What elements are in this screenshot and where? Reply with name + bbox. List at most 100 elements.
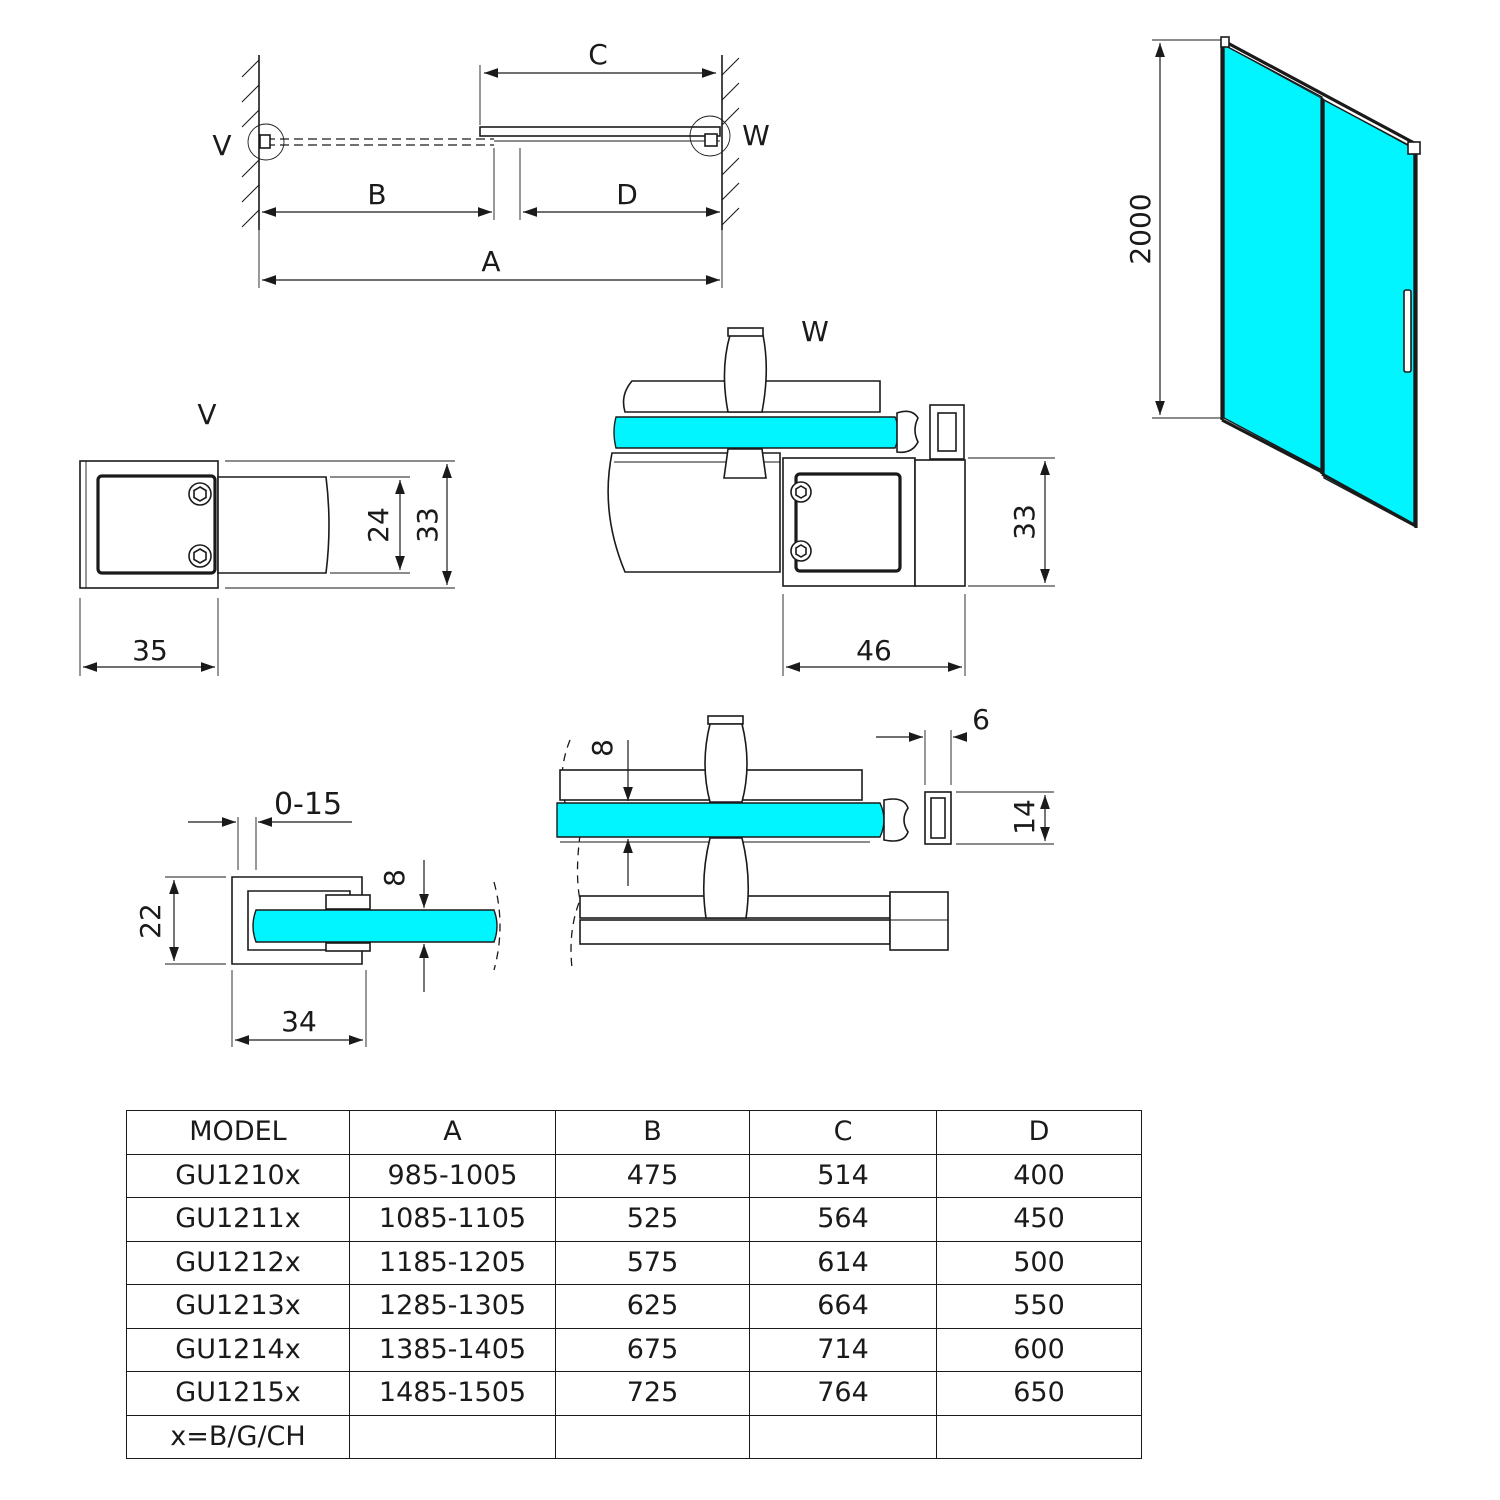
section-width: 34 [281, 1005, 317, 1038]
screw-bottom-icon [188, 544, 212, 568]
plan-label-w: W [742, 119, 770, 152]
w-glass-pane [613, 416, 900, 449]
sliding-door-plan [479, 126, 721, 137]
w-screw-top-icon [790, 481, 812, 503]
seal-end-inner [930, 797, 946, 839]
wall-profile-body [79, 460, 219, 589]
detail-v-marker [247, 123, 285, 161]
detail-w-title: W [801, 315, 829, 348]
elevation-height: 2000 [1124, 193, 1157, 264]
section-glass [252, 909, 498, 943]
table-value-cell: 1085-1105 [349, 1197, 556, 1242]
table-model-cell: x=B/G/CH [126, 1414, 350, 1459]
seal-roller-bottom [702, 837, 750, 919]
table-value-cell: 500 [936, 1240, 1142, 1285]
table-row: x=B/G/CH [126, 1414, 1142, 1459]
fixed-panel-profile [607, 452, 781, 573]
plan-label-a: A [481, 245, 500, 278]
wall-profile-v [259, 134, 271, 149]
table-value-cell: 985-1005 [349, 1153, 556, 1198]
seal-profile-size: 14 [1008, 799, 1041, 835]
table-value-cell: 600 [936, 1327, 1142, 1372]
glass-end [217, 476, 330, 574]
detail-v: V 35 24 33 [79, 398, 455, 676]
table-header-cell: MODEL [126, 1110, 350, 1155]
table-value-cell: 664 [749, 1284, 937, 1329]
door-handle [1403, 289, 1412, 373]
detail-w-width: 46 [856, 634, 892, 667]
table-value-cell: 550 [936, 1284, 1142, 1329]
table-model-cell: GU1211x [126, 1197, 350, 1242]
lower-profile-end [889, 891, 949, 951]
table-value-cell: 514 [749, 1153, 937, 1198]
seal-roller-cap [707, 715, 744, 725]
table-value-cell: 1485-1505 [349, 1371, 556, 1416]
table-value-cell [749, 1414, 937, 1459]
wall-profile-section: 0-15 8 22 34 [134, 787, 501, 1047]
roller-top [723, 334, 768, 413]
detail-v-inner: 24 [362, 507, 395, 543]
plan-view: V W C B D A [212, 38, 770, 288]
seal-profile-inner [937, 412, 957, 452]
lower-rail-2 [579, 919, 891, 945]
rail-end-left [1220, 36, 1230, 48]
table-value-cell: 450 [936, 1197, 1142, 1242]
table-value-cell: 475 [555, 1153, 750, 1198]
right-wall-hatch [721, 57, 740, 226]
detail-w-height: 33 [1008, 504, 1041, 540]
plan-label-v: V [212, 129, 231, 162]
table-value-cell [349, 1414, 556, 1459]
table-value-cell [936, 1414, 1142, 1459]
table-value-cell: 564 [749, 1197, 937, 1242]
table-header-cell: C [749, 1110, 937, 1155]
w-profile-channel [794, 472, 902, 573]
detail-v-width: 35 [132, 634, 168, 667]
detail-w-marker [689, 115, 731, 157]
profile-inner-channel [96, 474, 217, 575]
w-screw-bottom-icon [790, 540, 812, 562]
seal-magnet [883, 798, 909, 842]
table-value-cell [555, 1414, 750, 1459]
roller-bottom [723, 448, 767, 479]
table-value-cell: 1385-1405 [349, 1327, 556, 1372]
plan-label-c: C [588, 38, 608, 71]
detail-w: W 33 46 [607, 315, 1055, 676]
table-model-cell: GU1212x [126, 1240, 350, 1285]
section-glass-thickness: 8 [378, 869, 411, 887]
detail-v-outer: 33 [411, 507, 444, 543]
fixed-glass-panel [1223, 43, 1323, 472]
table-value-cell: 575 [555, 1240, 750, 1285]
table-value-cell: 1185-1205 [349, 1240, 556, 1285]
plan-label-b: B [367, 178, 386, 211]
seal-glass-pane [556, 802, 885, 838]
sliding-glass-door [1323, 98, 1415, 528]
table-value-cell: 525 [555, 1197, 750, 1242]
table-value-cell: 650 [936, 1371, 1142, 1416]
table-model-cell: GU1215x [126, 1371, 350, 1416]
plan-label-d: D [616, 178, 638, 211]
seal-section: 8 6 14 [556, 703, 1054, 969]
wall-profile-w [704, 133, 718, 147]
table-value-cell: 714 [749, 1327, 937, 1372]
section-gap: 0-15 [274, 787, 342, 822]
roller-cap [727, 327, 764, 337]
glass-gasket-top [325, 894, 371, 910]
screw-top-icon [188, 482, 212, 506]
table-model-cell: GU1210x [126, 1153, 350, 1198]
magnetic-seal [896, 410, 919, 454]
table-value-cell: 400 [936, 1153, 1142, 1198]
table-value-cell: 725 [555, 1371, 750, 1416]
seal-gap: 6 [972, 703, 990, 736]
detail-v-title: V [197, 398, 216, 431]
table-value-cell: 614 [749, 1240, 937, 1285]
glass-gasket-bottom [325, 942, 371, 952]
table-model-cell: GU1214x [126, 1327, 350, 1372]
